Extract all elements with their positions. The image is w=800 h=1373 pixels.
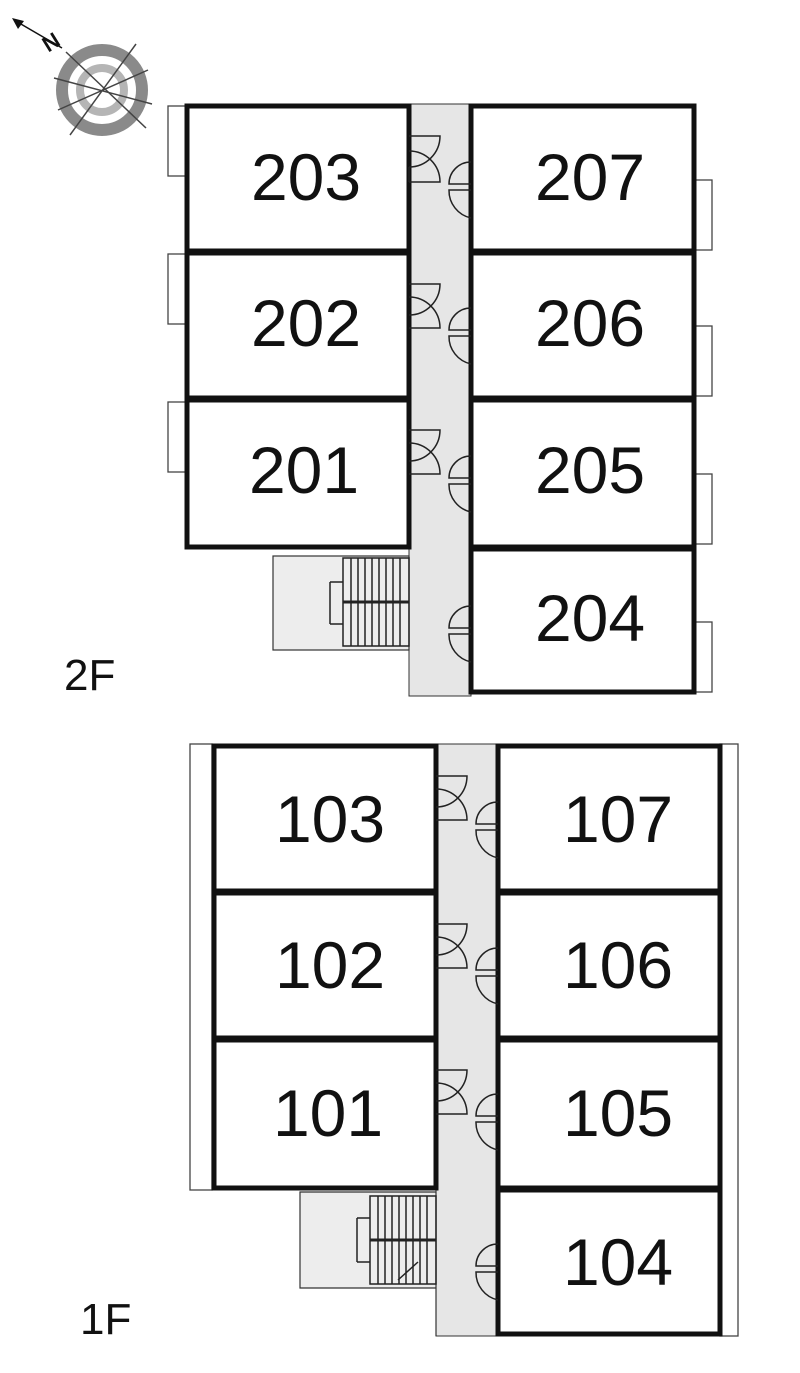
staircase-2f <box>329 557 410 647</box>
room-label: 103 <box>275 782 385 856</box>
room-label: 101 <box>273 1076 383 1150</box>
doors-2f <box>408 135 472 663</box>
windows-1f <box>211 748 723 1262</box>
room-107 <box>495 743 723 894</box>
room-103 <box>211 743 439 894</box>
terrace-1f-right <box>719 743 739 1337</box>
room-label: 203 <box>251 140 361 214</box>
floor-2f: 203 202 201 207 206 205 204 2F <box>64 103 713 700</box>
room-205 <box>468 397 697 550</box>
compass-rose-icon: N <box>12 18 153 136</box>
room-label: 205 <box>535 433 645 507</box>
terrace-1f-left <box>189 743 213 1191</box>
room-label: 104 <box>563 1225 673 1299</box>
room-label: 206 <box>535 286 645 360</box>
room-label: 202 <box>251 286 361 360</box>
rooms-2f <box>184 103 697 695</box>
room-label: 204 <box>535 581 645 655</box>
room-102 <box>211 890 439 1041</box>
room-label: 207 <box>535 140 645 214</box>
doors-1f <box>435 775 499 1301</box>
room-label: 201 <box>249 433 359 507</box>
room-label: 107 <box>563 782 673 856</box>
room-202 <box>184 250 412 401</box>
room-106 <box>495 890 723 1041</box>
north-label: N <box>38 27 65 57</box>
room-label: 106 <box>563 928 673 1002</box>
room-label: 102 <box>275 928 385 1002</box>
room-204 <box>468 546 697 695</box>
room-201 <box>184 397 412 550</box>
room-207 <box>468 103 697 254</box>
floor-1f: 103 102 101 107 106 105 104 1F <box>80 743 739 1344</box>
room-label: 105 <box>563 1076 673 1150</box>
corridor-1f <box>435 743 499 1337</box>
room-105 <box>495 1037 723 1191</box>
stair-landing-1f <box>299 1191 437 1336</box>
balconies-2f-left <box>167 105 187 473</box>
room-206 <box>468 250 697 401</box>
floor-label-1f: 1F <box>80 1295 131 1344</box>
room-104 <box>495 1187 723 1337</box>
floor-label-2f: 2F <box>64 651 115 700</box>
balconies-2f-right <box>693 179 713 693</box>
staircase-1f <box>356 1195 437 1285</box>
room-203 <box>184 103 412 254</box>
